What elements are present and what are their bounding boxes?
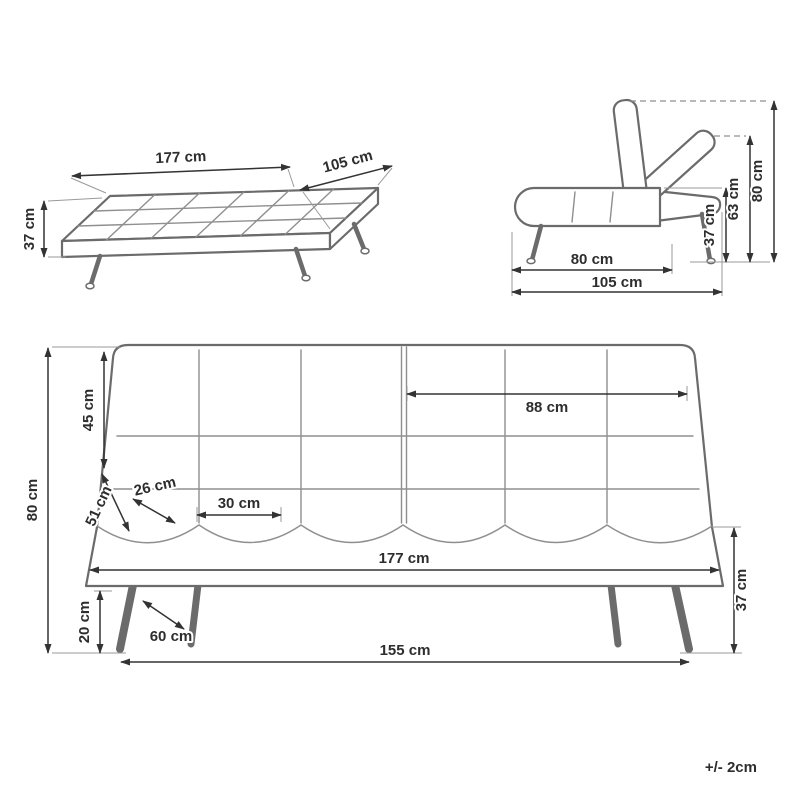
sofa-foot xyxy=(85,282,95,290)
front-sofa-legs xyxy=(116,581,693,653)
sofa-leg xyxy=(293,246,308,279)
seat-seams xyxy=(571,191,614,223)
sofa-leg xyxy=(187,581,202,648)
dim-line-front-seat-slope xyxy=(101,473,130,532)
sofa-foot xyxy=(301,274,311,282)
extension-lines xyxy=(511,187,770,296)
front-sofa-drawing xyxy=(84,343,725,653)
sofa-back-leg xyxy=(699,211,713,263)
dim-label-side-seat-depth: 80 cm xyxy=(571,251,614,268)
sofa-front-leg xyxy=(529,223,544,263)
dim-label-front-clearance: 20 cm xyxy=(76,601,93,644)
flat-sofa-drawing xyxy=(60,186,380,290)
dim-line-flat-depth xyxy=(299,164,393,192)
dim-label-front-leg-span: 155 cm xyxy=(380,642,431,659)
sofa-leg xyxy=(351,221,367,252)
dim-label-front-total-height: 80 cm xyxy=(24,479,41,522)
dim-label-side-backrest-height: 63 cm xyxy=(725,178,742,221)
dim-label-flat-length: 177 cm xyxy=(155,148,207,167)
dim-label-front-half-width: 88 cm xyxy=(526,399,569,416)
sofa-body xyxy=(84,343,725,588)
dim-line-flat-length xyxy=(71,163,291,180)
tolerance-note: +/- 2cm xyxy=(705,759,757,776)
seat-side xyxy=(513,186,662,228)
sofa-foot xyxy=(526,257,536,265)
backrest-seams xyxy=(110,346,700,524)
sofa-foot xyxy=(360,247,370,255)
flat-sofa-legs xyxy=(85,221,370,290)
backrest-upright-position xyxy=(612,98,648,199)
dim-label-side-seat-height: 37 cm xyxy=(701,204,718,247)
sofa-leg xyxy=(116,581,137,653)
dim-label-front-backrest-height: 45 cm xyxy=(80,389,97,432)
dim-line-front-leg-offset xyxy=(142,600,185,630)
dim-line-front-cushion-depth xyxy=(132,498,176,524)
sofa-leg xyxy=(88,253,103,287)
dim-label-front-total-width: 177 cm xyxy=(379,550,430,567)
side-sofa-drawing xyxy=(513,98,770,265)
dim-label-side-total-height: 80 cm xyxy=(749,160,766,203)
front-view-diagram: 80 cm 45 cm 51 cm 26 cm 30 cm 88 cm 177 … xyxy=(22,343,752,666)
dim-label-flat-height: 37 cm xyxy=(21,208,38,251)
flat-view-diagram: 177 cm 105 cm 37 cm xyxy=(19,145,393,290)
side-view-diagram: 80 cm 105 cm 37 cm 63 cm 80 cm xyxy=(511,98,778,296)
seat-cushion-line xyxy=(96,524,713,544)
dim-label-front-cushion-width: 30 cm xyxy=(218,495,261,512)
mattress-seams xyxy=(77,188,363,241)
dim-label-front-seat-height: 37 cm xyxy=(733,569,750,612)
side-view-dimensions: 80 cm 105 cm 37 cm 63 cm 80 cm xyxy=(511,100,778,296)
sofa-leg xyxy=(607,581,622,648)
dim-label-side-total-depth: 105 cm xyxy=(592,274,643,291)
sofa-foot xyxy=(706,257,716,265)
sofa-leg xyxy=(671,581,693,653)
dim-label-front-leg-offset: 60 cm xyxy=(150,628,193,645)
